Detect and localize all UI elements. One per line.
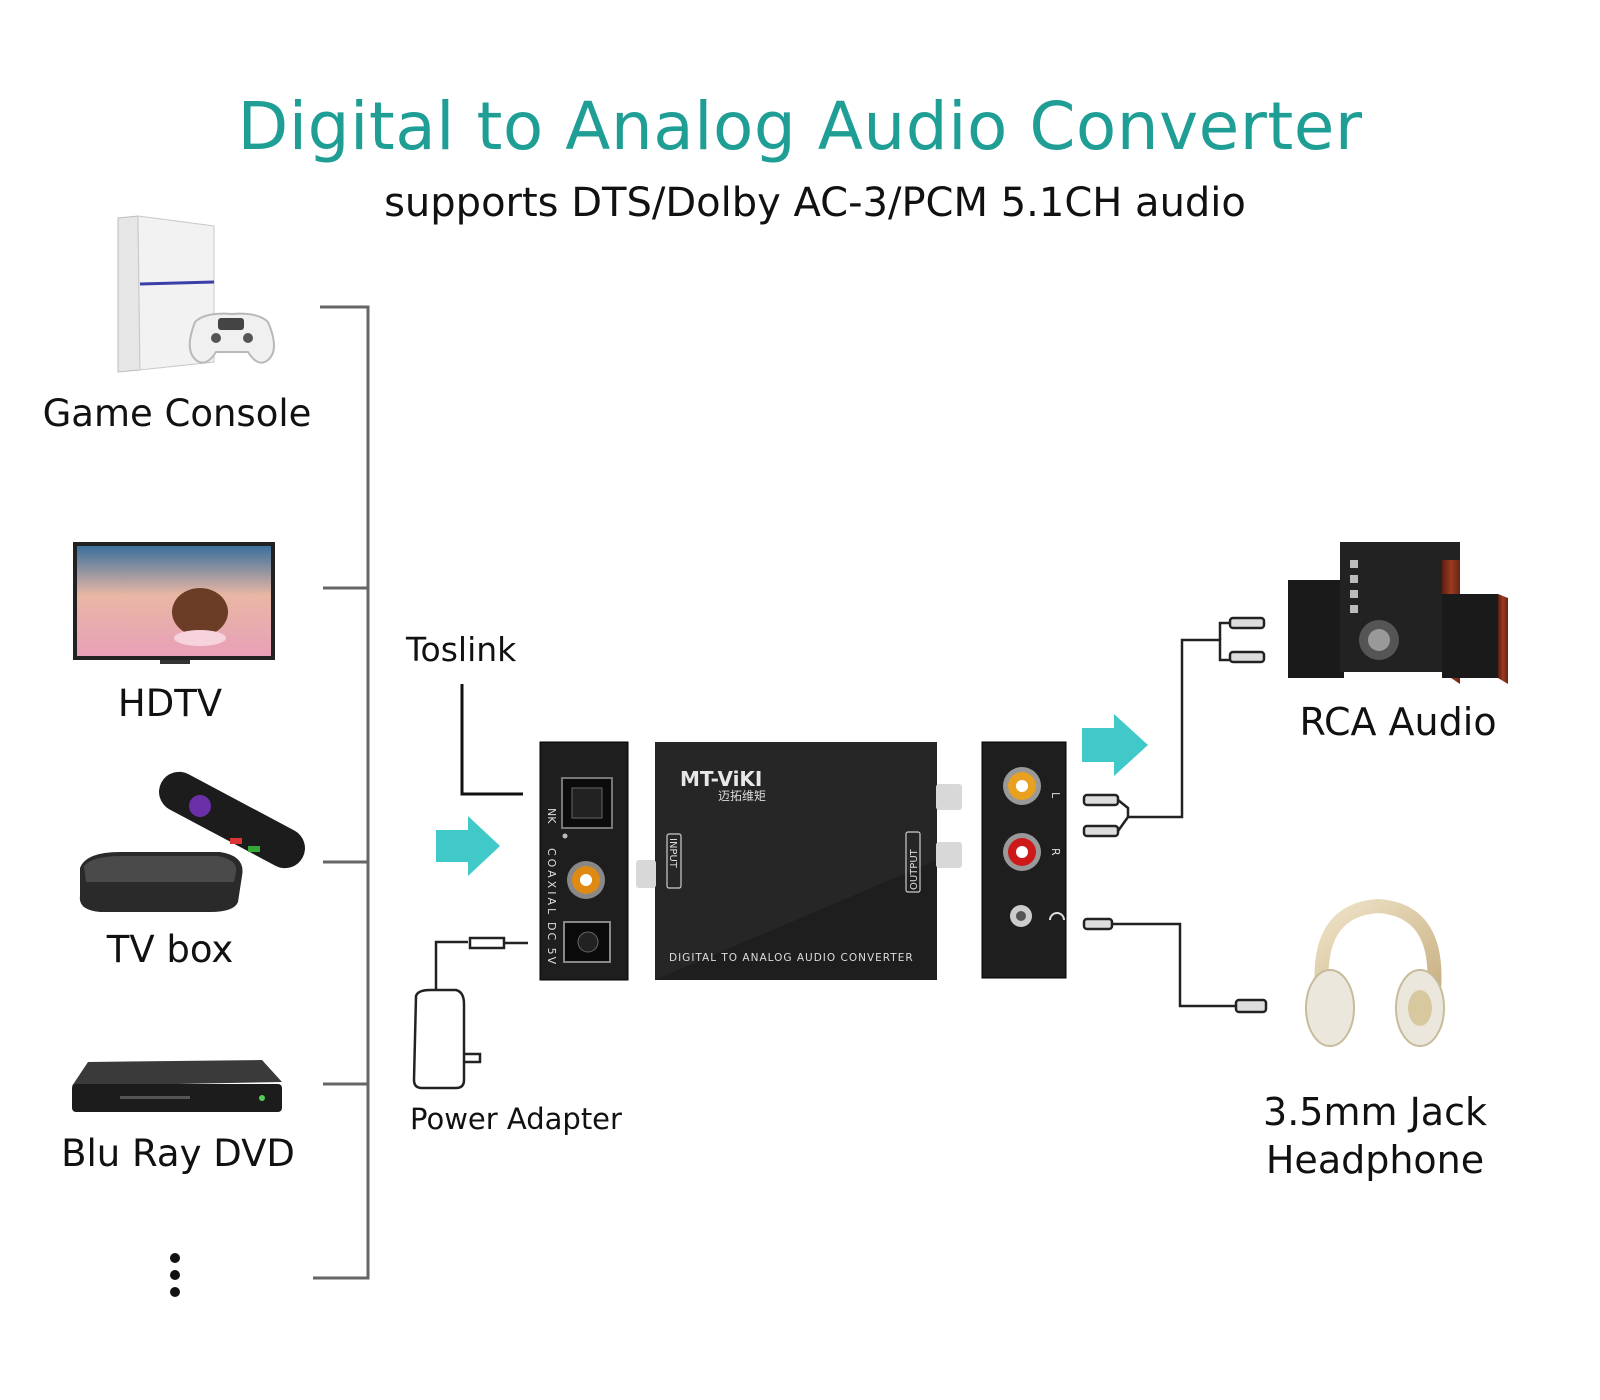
output-arrow-icon [1082, 714, 1148, 776]
rca-cable [1082, 616, 1266, 838]
headphone-cable [1082, 917, 1268, 1014]
source-label-hdtv: HDTV [117, 682, 223, 725]
input-tag: INPUT [667, 838, 678, 869]
output-right-label: R [1049, 848, 1062, 856]
source-label-tv-box: TV box [106, 928, 234, 971]
source-label-blu-ray: Blu Ray DVD [61, 1132, 295, 1175]
output-tag: OUTPUT [909, 848, 920, 890]
source-label-game-console: Game Console [42, 392, 312, 435]
toslink-label: Toslink [406, 630, 517, 669]
blu-ray-player-icon [72, 1060, 282, 1112]
power-adapter-icon [412, 936, 528, 1090]
converter-input-panel: NK COAXIAL DC 5V [539, 741, 629, 981]
toslink-leader-line [460, 684, 523, 796]
page-title: Digital to Analog Audio Converter [237, 88, 1363, 165]
brand-logo: MT-ViKI [680, 767, 762, 791]
source-bracket [313, 305, 370, 1280]
optical-port-label: NK [545, 808, 558, 824]
tv-box-icon [79, 771, 305, 912]
headphone-icon [1305, 898, 1445, 1047]
dc-port-label: DC 5V [545, 922, 558, 966]
converter-body: MT-ViKI 迈拓维矩 INPUT OUTPUT DIGITAL TO ANA… [636, 742, 962, 980]
output-left-label: L [1049, 792, 1062, 799]
more-indicator-icon [170, 1253, 180, 1297]
coaxial-port-label: COAXIAL [545, 848, 558, 917]
converter-output-panel: L R [981, 741, 1067, 979]
game-console-icon [117, 215, 275, 373]
headphone-label-line2: Headphone [1265, 1138, 1485, 1182]
page-subtitle: supports DTS/Dolby AC-3/PCM 5.1CH audio [384, 180, 1246, 226]
brand-logo-cn: 迈拓维矩 [718, 789, 766, 803]
hdtv-icon [73, 542, 275, 664]
speakers-icon [1288, 542, 1508, 684]
headphone-label-line1: 3.5mm Jack [1263, 1090, 1487, 1134]
output-label-rca: RCA Audio [1299, 700, 1497, 744]
device-caption: DIGITAL TO ANALOG AUDIO CONVERTER [669, 952, 914, 964]
power-adapter-label: Power Adapter [410, 1102, 622, 1136]
input-arrow-icon [436, 816, 500, 876]
output-label-headphone: 3.5mm Jack Headphone [1240, 1088, 1510, 1184]
